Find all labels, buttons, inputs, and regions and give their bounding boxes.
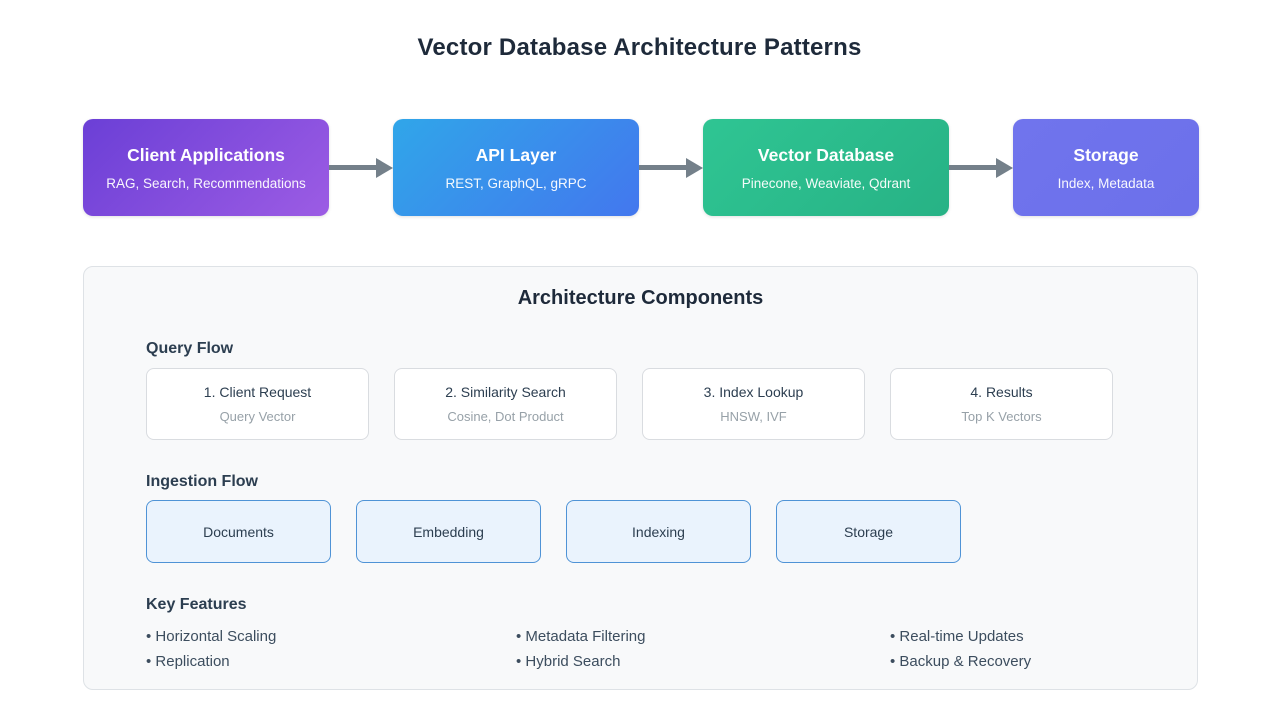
- arrow-right-icon: [686, 157, 703, 178]
- ingestion-flow-stages: Documents Embedding Indexing Storage: [146, 500, 1135, 563]
- ingestion-stage-embedding: Embedding: [356, 500, 541, 563]
- architecture-flow: Client Applications RAG, Search, Recomme…: [83, 119, 1199, 216]
- flow-node-title: Vector Database: [757, 144, 895, 165]
- flow-node-client-applications: Client Applications RAG, Search, Recomme…: [83, 119, 329, 216]
- feature-item: • Replication: [146, 653, 230, 670]
- query-step-subtitle: Cosine, Dot Product: [447, 409, 564, 424]
- flow-node-title: Storage: [1073, 144, 1139, 165]
- ingestion-stage-storage: Storage: [776, 500, 961, 563]
- ingestion-stage-indexing: Indexing: [566, 500, 751, 563]
- flow-node-subtitle: RAG, Search, Recommendations: [106, 175, 306, 191]
- query-step-subtitle: HNSW, IVF: [720, 409, 787, 424]
- key-features-list: • Horizontal Scaling • Replication • Met…: [146, 624, 1135, 674]
- query-step-title: 2. Similarity Search: [445, 384, 566, 400]
- components-panel: Architecture Components Query Flow 1. Cl…: [83, 266, 1198, 690]
- query-step-title: 4. Results: [970, 384, 1033, 400]
- arrow-right-icon: [996, 157, 1013, 178]
- flow-node-title: API Layer: [475, 144, 557, 165]
- arrow-line: [639, 165, 686, 170]
- query-step-title: 3. Index Lookup: [703, 384, 804, 400]
- feature-item: • Hybrid Search: [516, 653, 621, 670]
- feature-item: • Backup & Recovery: [890, 653, 1032, 670]
- key-features-heading: Key Features: [146, 596, 247, 613]
- arrow-line: [329, 165, 376, 170]
- flow-node-storage: Storage Index, Metadata: [1013, 119, 1199, 216]
- flow-node-vector-database: Vector Database Pinecone, Weaviate, Qdra…: [703, 119, 949, 216]
- flow-node-subtitle: Pinecone, Weaviate, Qdrant: [741, 175, 911, 191]
- flow-node-api-layer: API Layer REST, GraphQL, gRPC: [393, 119, 639, 216]
- query-flow-steps: 1. Client Request Query Vector 2. Simila…: [146, 368, 1113, 440]
- query-step-card: 2. Similarity Search Cosine, Dot Product: [394, 368, 617, 440]
- query-step-subtitle: Query Vector: [219, 409, 296, 424]
- flow-node-subtitle: REST, GraphQL, gRPC: [445, 175, 587, 191]
- query-step-card: 1. Client Request Query Vector: [146, 368, 369, 440]
- feature-item: • Real-time Updates: [890, 628, 1024, 645]
- flow-node-title: Client Applications: [127, 144, 285, 165]
- query-step-subtitle: Top K Vectors: [961, 409, 1042, 424]
- key-features-column: • Horizontal Scaling • Replication: [146, 624, 516, 674]
- panel-title: Architecture Components: [517, 287, 764, 309]
- page-title: Vector Database Architecture Patterns: [417, 34, 862, 61]
- flow-arrow: [639, 119, 703, 216]
- ingestion-flow-heading: Ingestion Flow: [146, 473, 258, 490]
- flow-arrow: [329, 119, 393, 216]
- query-step-card: 4. Results Top K Vectors: [890, 368, 1113, 440]
- flow-arrow: [949, 119, 1013, 216]
- feature-item: • Metadata Filtering: [516, 628, 646, 645]
- query-step-title: 1. Client Request: [203, 384, 312, 400]
- key-features-column: • Real-time Updates • Backup & Recovery: [890, 624, 1135, 674]
- ingestion-stage-documents: Documents: [146, 500, 331, 563]
- arrow-line: [949, 165, 996, 170]
- query-flow-heading: Query Flow: [146, 340, 234, 357]
- key-features-column: • Metadata Filtering • Hybrid Search: [516, 624, 890, 674]
- arrow-right-icon: [376, 157, 393, 178]
- flow-node-subtitle: Index, Metadata: [1057, 175, 1155, 191]
- query-step-card: 3. Index Lookup HNSW, IVF: [642, 368, 865, 440]
- feature-item: • Horizontal Scaling: [146, 628, 277, 645]
